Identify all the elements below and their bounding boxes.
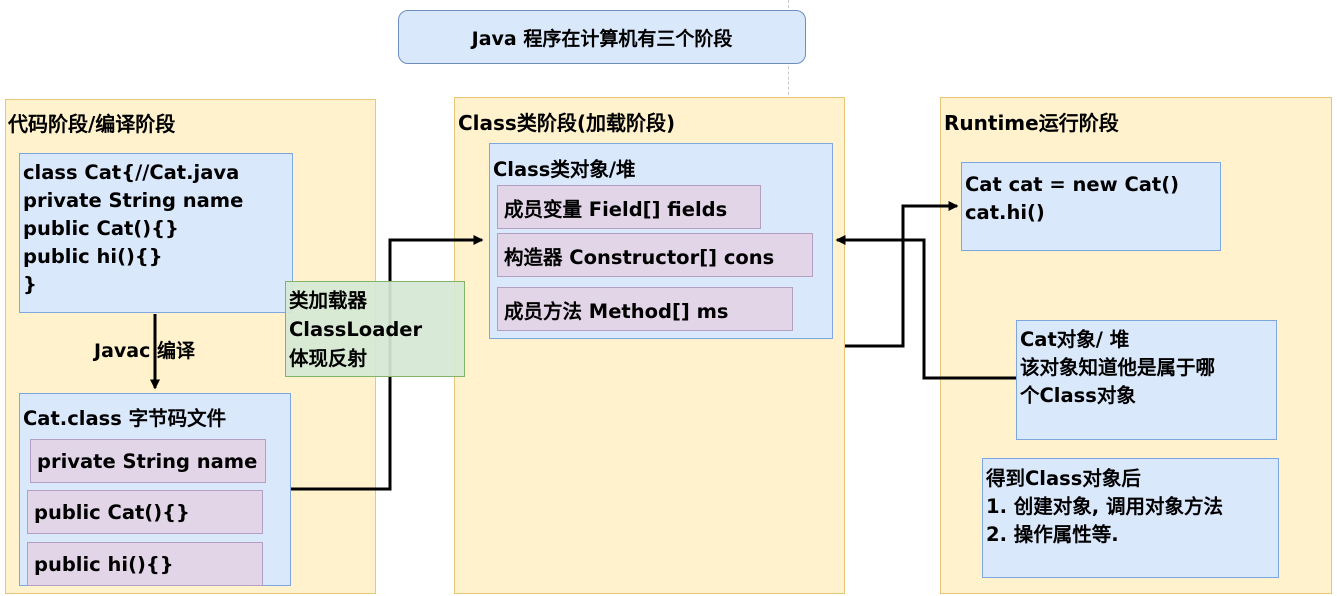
- stage-code-title: 代码阶段/编译阶段: [8, 112, 176, 136]
- runtime-code-line: cat.hi(): [965, 201, 1045, 224]
- cat-object-box: Cat对象/ 堆 该对象知道他是属于哪 个Class对象: [1016, 320, 1277, 440]
- runtime-code-line: Cat cat = new Cat(): [965, 173, 1180, 196]
- bytecode-item: public Cat(){}: [27, 490, 263, 534]
- page-title-text: Java 程序在计算机有三个阶段: [471, 27, 733, 50]
- classloader-box: 类加载器 ClassLoader 体现反射: [285, 281, 465, 377]
- bytecode-item: private String name: [30, 439, 266, 483]
- stage-runtime-title: Runtime运行阶段: [944, 111, 1119, 135]
- class-member-fields: 成员变量 Field[] fields: [497, 185, 761, 229]
- classloader-line: 体现反射: [289, 347, 368, 370]
- source-line: }: [23, 273, 37, 296]
- source-code-box: class Cat{//Cat.java private String name…: [19, 153, 293, 313]
- compile-label: Javac 编译: [94, 340, 195, 362]
- stage-class-title: Class类阶段(加载阶段): [458, 111, 676, 135]
- source-line: public Cat(){}: [23, 217, 179, 240]
- result-box: 得到Class对象后 1. 创建对象, 调用对象方法 2. 操作属性等.: [982, 458, 1279, 578]
- result-line: 1. 创建对象, 调用对象方法: [986, 495, 1223, 518]
- classloader-line: 类加载器: [289, 289, 368, 312]
- class-member-methods: 成员方法 Method[] ms: [497, 287, 793, 331]
- source-line: class Cat{//Cat.java: [23, 161, 240, 184]
- bytecode-title: Cat.class 字节码文件: [23, 407, 227, 430]
- cat-object-line: Cat对象/ 堆: [1020, 328, 1130, 351]
- object-to-class-arrow: [835, 235, 1016, 380]
- classloader-line: ClassLoader: [289, 318, 423, 341]
- source-line: public hi(){}: [23, 245, 163, 268]
- class-object-title: Class类对象/堆: [493, 158, 636, 181]
- runtime-code-box: Cat cat = new Cat() cat.hi(): [961, 162, 1221, 251]
- cat-object-line: 个Class对象: [1020, 384, 1136, 407]
- source-line: private String name: [23, 189, 244, 212]
- result-line: 2. 操作属性等.: [986, 523, 1119, 546]
- cat-object-line: 该对象知道他是属于哪: [1020, 356, 1216, 379]
- result-line: 得到Class对象后: [986, 467, 1141, 490]
- page-title: Java 程序在计算机有三个阶段: [398, 10, 806, 64]
- bytecode-item: public hi(){}: [27, 542, 263, 586]
- new-object-arrow: [845, 201, 959, 348]
- class-member-constructors: 构造器 Constructor[] cons: [497, 233, 813, 277]
